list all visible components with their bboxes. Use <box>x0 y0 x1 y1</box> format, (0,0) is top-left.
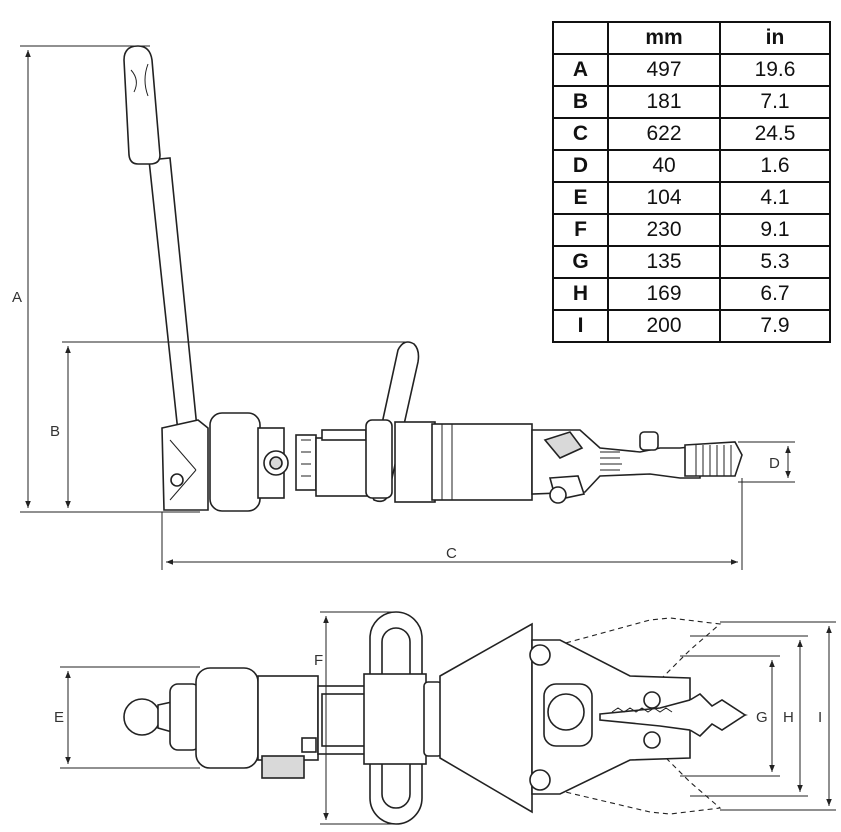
row-mm: 135 <box>607 245 721 279</box>
dim-label-i: I <box>818 709 822 726</box>
blades-open-outline <box>539 617 722 815</box>
row-mm: 40 <box>607 149 721 183</box>
row-label: A <box>552 53 609 87</box>
row-in: 5.3 <box>719 245 831 279</box>
row-label: I <box>552 309 609 343</box>
main-cylinder <box>394 421 533 503</box>
row-in: 7.1 <box>719 85 831 119</box>
table-header-row: mm in <box>552 21 831 55</box>
pump-body <box>161 412 377 512</box>
row-mm: 200 <box>607 309 721 343</box>
row-in: 24.5 <box>719 117 831 151</box>
dim-label-c: C <box>446 545 457 562</box>
dim-label-a: A <box>12 289 22 306</box>
row-label: D <box>552 149 609 183</box>
table-row: D 40 1.6 <box>552 149 831 183</box>
row-mm: 230 <box>607 213 721 247</box>
dim-label-e: E <box>54 709 64 726</box>
table-row: A 497 19.6 <box>552 53 831 87</box>
row-mm: 622 <box>607 117 721 151</box>
row-label: C <box>552 117 609 151</box>
row-label: B <box>552 85 609 119</box>
top-view <box>123 611 749 825</box>
table-row: F 230 9.1 <box>552 213 831 247</box>
row-label: E <box>552 181 609 215</box>
dim-label-b: B <box>50 423 60 440</box>
row-in: 9.1 <box>719 213 831 247</box>
pump-handle <box>123 45 198 433</box>
table-row: I 200 7.9 <box>552 309 831 343</box>
table-header-mm: mm <box>607 21 721 55</box>
cone-guard <box>439 622 533 814</box>
row-label: G <box>552 245 609 279</box>
carry-handle-ring <box>363 611 443 825</box>
dimension-table: mm in A 497 19.6 B 181 7.1 C 622 24.5 D … <box>552 21 831 343</box>
row-in: 7.9 <box>719 309 831 343</box>
side-view-dimensions <box>20 45 795 570</box>
carry-handle-side <box>365 341 420 503</box>
row-label: F <box>552 213 609 247</box>
table-row: H 169 6.7 <box>552 277 831 311</box>
pump-top <box>123 667 319 779</box>
table-row: B 181 7.1 <box>552 85 831 119</box>
table-row: C 622 24.5 <box>552 117 831 151</box>
row-in: 4.1 <box>719 181 831 215</box>
row-label: H <box>552 277 609 311</box>
side-view <box>123 45 743 512</box>
table-header-label <box>552 21 609 55</box>
row-in: 6.7 <box>719 277 831 311</box>
table-row: E 104 4.1 <box>552 181 831 215</box>
row-in: 1.6 <box>719 149 831 183</box>
row-mm: 497 <box>607 53 721 87</box>
dim-label-f: F <box>314 652 323 669</box>
row-mm: 181 <box>607 85 721 119</box>
cutter-head-side <box>531 429 743 504</box>
dim-label-h: H <box>783 709 794 726</box>
dim-label-d: D <box>769 455 780 472</box>
cutter-head-top <box>529 639 749 795</box>
table-row: G 135 5.3 <box>552 245 831 279</box>
top-view-dimensions <box>60 611 836 825</box>
table-header-in: in <box>719 21 831 55</box>
row-mm: 169 <box>607 277 721 311</box>
row-in: 19.6 <box>719 53 831 87</box>
dim-label-g: G <box>756 709 768 726</box>
row-mm: 104 <box>607 181 721 215</box>
